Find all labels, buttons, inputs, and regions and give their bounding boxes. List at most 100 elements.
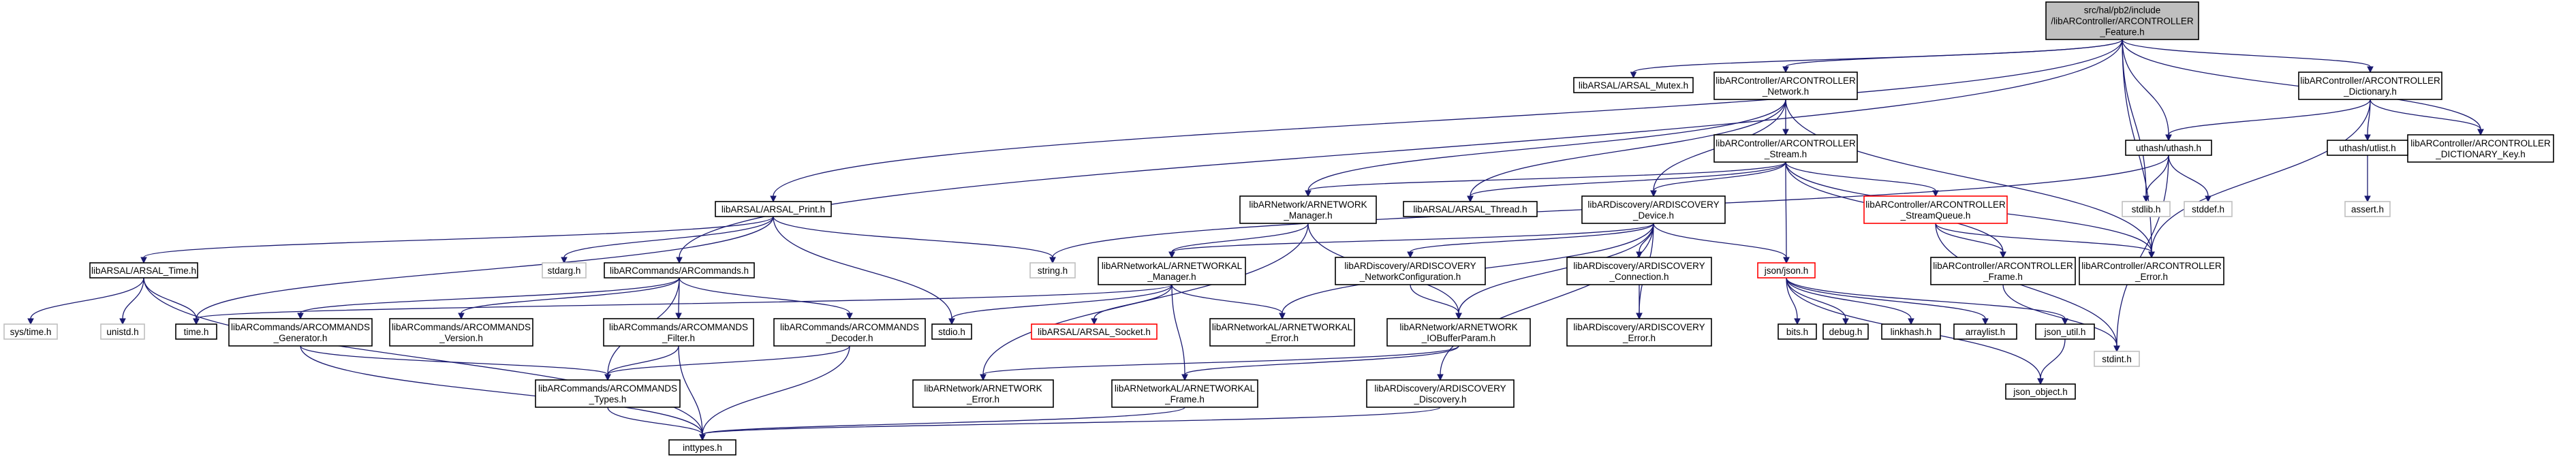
edge-line — [607, 407, 703, 435]
edge-arsal_print-to-arsal_time — [140, 216, 774, 264]
node-bits[interactable]: bits.h — [1778, 323, 1817, 340]
node-json[interactable]: json/json.h — [1757, 262, 1816, 279]
edge-arsal_print-to-stdarg — [561, 216, 774, 264]
edge-line — [702, 345, 850, 435]
node-ctrl-stream[interactable]: libARController/ARCONTROLLER_Stream.h — [1713, 134, 1858, 163]
node-ctrl-dict-key[interactable]: libARController/ARCONTROLLER_DICTIONARY_… — [2407, 134, 2554, 163]
node-label-line: _Dictionary.h — [2343, 86, 2397, 97]
node-utlist[interactable]: uthash/utlist.h — [2327, 140, 2408, 156]
node-box — [2184, 201, 2233, 217]
node-box — [1573, 77, 1694, 93]
node-ardisc-discovery[interactable]: libARDiscovery/ARDISCOVERY_Discovery.h — [1366, 379, 1515, 408]
edge-line — [2145, 155, 2169, 197]
node-arnet-error[interactable]: libARNetwork/ARNETWORK_Error.h — [912, 379, 1054, 408]
node-inttypes[interactable]: inttypes.h — [668, 439, 736, 456]
node-arraylist[interactable]: arraylist.h — [1953, 323, 2017, 340]
edge-arnet_iobuffer-to-arnet_error — [980, 345, 1459, 381]
edge-arrowhead — [676, 257, 683, 264]
node-debug[interactable]: debug.h — [1822, 323, 1869, 340]
node-arnet-iobuffer[interactable]: libARNetwork/ARNETWORK_IOBufferParam.h — [1386, 318, 1531, 347]
node-box — [931, 323, 972, 340]
node-box — [604, 262, 755, 279]
edge-json-to-json_util — [1786, 277, 2068, 325]
node-arnetal-error[interactable]: libARNetworkAL/ARNETWORKAL_Error.h — [1209, 318, 1355, 347]
node-label-line: _Manager.h — [1147, 272, 1196, 282]
node-linkhash[interactable]: linkhash.h — [1881, 323, 1941, 340]
node-uthash[interactable]: uthash/uthash.h — [2125, 140, 2212, 156]
node-ardisc-device[interactable]: libARDiscovery/ARDISCOVERY_Device.h — [1581, 195, 1726, 224]
node-stddef[interactable]: stddef.h — [2184, 201, 2233, 217]
edge-arcmd_filter-to-inttypes — [678, 345, 706, 441]
node-label-line: _Error.h — [966, 394, 999, 404]
node-arcmd-decoder[interactable]: libARCommands/ARCOMMANDS_Decoder.h — [773, 318, 926, 347]
node-string[interactable]: string.h — [1029, 262, 1076, 279]
node-box — [389, 318, 533, 347]
node-systime[interactable]: sys/time.h — [3, 323, 58, 340]
node-label-line: libARSAL/ARSAL_Print.h — [721, 204, 825, 214]
node-ardisc-connection[interactable]: libARDiscovery/ARDISCOVERY_Connection.h — [1566, 257, 1712, 285]
node-box — [2079, 257, 2224, 285]
node-ctrl-frame[interactable]: libARController/ARCONTROLLER_Frame.h — [1930, 257, 2076, 285]
edge-arrowhead — [1181, 374, 1188, 381]
node-stdlib[interactable]: stdlib.h — [2122, 201, 2171, 217]
node-label-line: libARSAL/ARSAL_Time.h — [91, 266, 196, 276]
node-arcmd-version[interactable]: libARCommands/ARCOMMANDS_Version.h — [389, 318, 533, 347]
node-label-line: _Error.h — [2135, 272, 2168, 282]
node-ctrl-network[interactable]: libARController/ARCONTROLLER_Network.h — [1713, 71, 1858, 100]
node-box — [773, 318, 926, 347]
edge-arrowhead — [2165, 134, 2172, 142]
node-label-line: libARCommands/ARCOMMANDS — [609, 322, 748, 332]
edge-line — [1307, 99, 1786, 191]
node-assert[interactable]: assert.h — [2344, 201, 2391, 217]
node-arsal-time[interactable]: libARSAL/ARSAL_Time.h — [89, 262, 198, 279]
node-arsal-mutex[interactable]: libARSAL/ARSAL_Mutex.h — [1573, 77, 1694, 93]
edge-arrowhead — [1650, 190, 1657, 197]
edge-line — [1935, 223, 2117, 347]
node-time[interactable]: time.h — [175, 323, 217, 340]
node-arnetal-manager[interactable]: libARNetworkAL/ARNETWORKAL_Manager.h — [1098, 257, 1246, 285]
edge-arrowhead — [1630, 71, 1637, 79]
edge-ardisc_device-to-arnetal_manager — [1168, 223, 1654, 259]
node-arcmd-types[interactable]: libARCommands/ARCOMMANDS_Types.h — [535, 379, 681, 408]
node-arcmd-generator[interactable]: libARCommands/ARCOMMANDS_Generator.h — [228, 318, 373, 347]
node-ardisc-netconf[interactable]: libARDiscovery/ARDISCOVERY_NetworkConfig… — [1335, 257, 1486, 285]
node-label-line: libARController/ARCONTROLLER — [2410, 138, 2551, 148]
node-stdarg[interactable]: stdarg.h — [542, 262, 587, 279]
edge-arrowhead — [2477, 129, 2484, 136]
node-label-line: libARSAL/ARSAL_Socket.h — [1038, 327, 1151, 337]
edge-line — [1458, 223, 1654, 314]
edge-line — [982, 223, 1309, 375]
edge-arnet_manager-to-arnetal_manager — [1168, 223, 1309, 259]
edge-line — [1653, 161, 1786, 191]
edge-line — [679, 277, 850, 314]
node-arcmd-filter[interactable]: libARCommands/ARCOMMANDS_Filter.h — [603, 318, 754, 347]
edge-arnetal_manager-to-time — [193, 284, 1173, 325]
node-json-object[interactable]: json_object.h — [2005, 383, 2076, 400]
node-arnet-manager[interactable]: libARNetwork/ARNETWORK_Manager.h — [1239, 195, 1377, 224]
node-label-line: json_util.h — [2044, 327, 2086, 337]
edge-ardisc_device-to-json — [1653, 223, 1790, 264]
node-label-line: debug.h — [1829, 327, 1863, 337]
edge-line — [1171, 284, 1283, 314]
node-arnetal-frame[interactable]: libARNetworkAL/ARNETWORKAL_Frame.h — [1111, 379, 1258, 408]
node-label-line: stdio.h — [938, 327, 965, 337]
node-ardisc-error[interactable]: libARDiscovery/ARDISCOVERY_Error.h — [1566, 318, 1712, 347]
node-stdio[interactable]: stdio.h — [931, 323, 972, 340]
node-ctrl-streamqueue[interactable]: libARController/ARCONTROLLER_StreamQueue… — [1863, 195, 2008, 224]
node-unistd[interactable]: unistd.h — [100, 323, 145, 340]
edge-arrowhead — [675, 313, 682, 320]
edge-ctrl_stream-to-ctrl_streamqueue — [1785, 161, 1939, 197]
node-arcommands[interactable]: libARCommands/ARCommands.h — [604, 262, 755, 279]
node-ctrl-dictionary[interactable]: libARController/ARCONTROLLER_Dictionary.… — [2298, 71, 2442, 100]
node-label-line: json/json.h — [1764, 266, 1809, 276]
edge-arrowhead — [770, 195, 777, 203]
edge-arsal_print-to-stdio — [773, 216, 955, 325]
node-json-util[interactable]: json_util.h — [2035, 323, 2095, 340]
node-root[interactable]: src/hal/pb2/include/libARController/ARCO… — [2045, 1, 2199, 40]
node-arsal-socket[interactable]: libARSAL/ARSAL_Socket.h — [1031, 323, 1158, 340]
node-arsal-thread[interactable]: libARSAL/ARSAL_Thread.h — [1403, 201, 1538, 217]
node-box — [715, 201, 832, 217]
node-arsal-print[interactable]: libARSAL/ARSAL_Print.h — [715, 201, 832, 217]
node-stdint[interactable]: stdint.h — [2094, 351, 2140, 367]
node-ctrl-error[interactable]: libARController/ARCONTROLLER_Error.h — [2079, 257, 2224, 285]
